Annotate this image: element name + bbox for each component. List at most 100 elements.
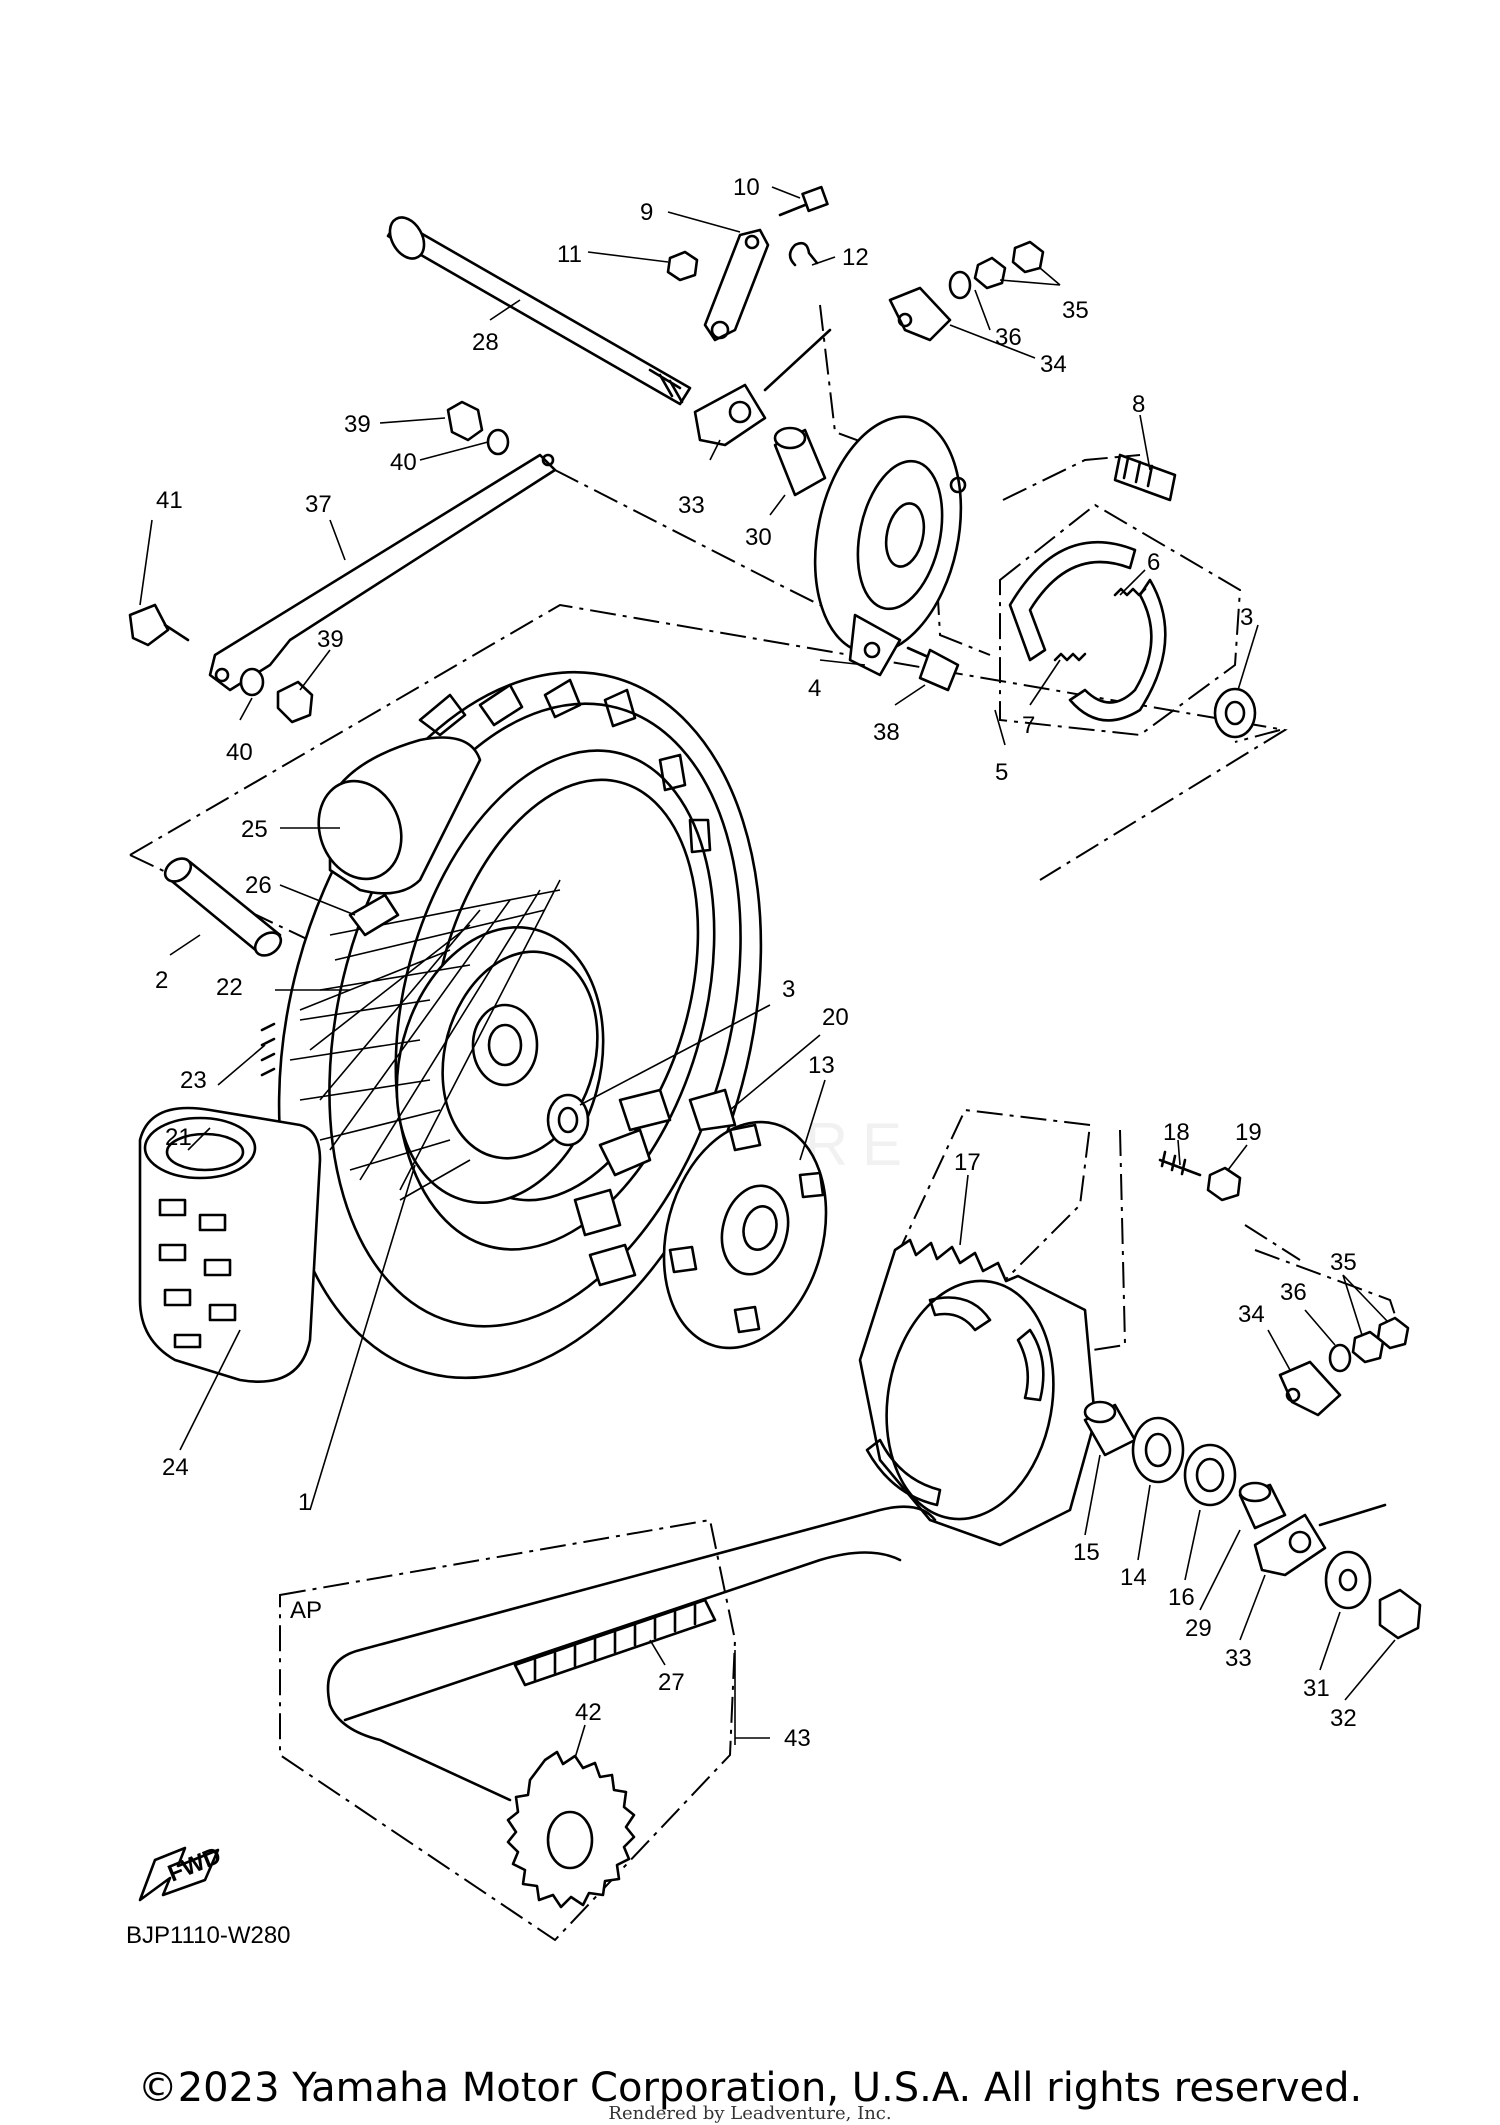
callout: 24: [162, 1454, 189, 1481]
washer-part-31: [1324, 1550, 1372, 1610]
washer-part-36-top: [948, 270, 972, 300]
callout: 1: [298, 1489, 311, 1516]
callout: 11: [557, 241, 582, 268]
callout: 8: [1132, 391, 1145, 418]
callout: 25: [241, 816, 268, 843]
nut-part-32: [1378, 1588, 1422, 1640]
callout: 33: [1225, 1645, 1252, 1672]
callout-numbers: 10 9 11 12 35 36 34 28 8 39 40 33 30 41 …: [155, 174, 1357, 1752]
brake-shoe-group-box: [999, 503, 1242, 737]
collar-part-29: [1238, 1481, 1287, 1530]
callout: 42: [575, 1699, 602, 1726]
callout: 2: [155, 967, 168, 994]
callout: 35: [1062, 297, 1089, 324]
callout: 31: [1303, 1675, 1330, 1702]
callout: 22: [216, 974, 243, 1001]
callout: 38: [873, 719, 900, 746]
adjuster-part-33-right: [1253, 1503, 1387, 1577]
copyright-notice: ©2023 Yamaha Motor Corporation, U.S.A. A…: [137, 2065, 1363, 2111]
rendered-by-credit: Rendered by Leadventure, Inc.: [608, 2103, 892, 2124]
callout: 40: [226, 739, 253, 766]
callout: 35: [1330, 1249, 1357, 1276]
callout: 43: [784, 1725, 811, 1752]
callout: 41: [156, 487, 183, 514]
callout: 39: [344, 411, 371, 438]
spring-part-7: [1053, 652, 1087, 662]
axle-part-28: [386, 216, 692, 406]
brake-shoe-set-part-5: [1008, 540, 1167, 722]
washer-part-40-left: [239, 667, 265, 697]
collar-part-30: [773, 426, 827, 497]
pin-part-38: [906, 646, 960, 692]
callout: 13: [808, 1052, 835, 1079]
callout: 3: [1240, 604, 1253, 631]
clip-part-12: [788, 241, 819, 267]
cam-part-8: [1113, 453, 1177, 502]
spokes-part-22: [289, 879, 561, 1201]
callout: 17: [954, 1149, 981, 1176]
callout: 14: [1120, 1564, 1147, 1591]
bearing-part-3-center: [546, 1093, 590, 1147]
drive-chain-part-27: [326, 1505, 937, 1802]
rim-band-part-26: [348, 893, 400, 937]
collar-part-15: [1083, 1400, 1137, 1457]
rear-sprocket-part-17: [858, 1238, 1097, 1547]
nipples-part-23: [260, 1022, 276, 1077]
nut-part-35-right-b: [1376, 1316, 1410, 1350]
callout: 36: [995, 324, 1022, 351]
spring-part-6: [1113, 587, 1147, 597]
bearing-part-14: [1131, 1416, 1185, 1484]
nut-part-35-top-b: [973, 256, 1007, 290]
stud-part-18: [1158, 1150, 1202, 1177]
callout: 26: [245, 872, 272, 899]
callout: 5: [995, 759, 1008, 786]
nut-part-39-left: [276, 680, 314, 724]
callout: 32: [1330, 1705, 1357, 1732]
callout: 27: [658, 1669, 685, 1696]
callout: 20: [822, 1004, 849, 1031]
nut-part-11: [666, 250, 699, 282]
group-label: AP: [290, 1597, 322, 1624]
callout: 34: [1238, 1301, 1265, 1328]
sprocket-group-box: [893, 1108, 1092, 1302]
callout: 33: [678, 492, 705, 519]
callout: 4: [808, 675, 821, 702]
chain-puller-part-34-right: [1278, 1360, 1342, 1417]
brake-shoe-plate-part-4: [813, 415, 967, 677]
nut-part-39-top: [446, 400, 484, 442]
callout: 10: [733, 174, 760, 201]
callout: 15: [1073, 1539, 1100, 1566]
nut-part-35-right-a: [1351, 1330, 1385, 1364]
drive-sprocket-part-42: [506, 1750, 636, 1909]
bearing-part-3-right: [1213, 687, 1257, 739]
callout: 9: [640, 199, 653, 226]
callout: 36: [1280, 1279, 1307, 1306]
damper-part-20: [573, 1088, 737, 1287]
callout: 34: [1040, 351, 1067, 378]
tube-part-25: [317, 736, 482, 895]
fwd-arrow-icon: FWD: [138, 1842, 225, 1902]
adjuster-part-33-top: [693, 328, 832, 447]
callout: 19: [1235, 1119, 1262, 1146]
nut-part-35-top-a: [1011, 240, 1045, 274]
chain-puller-part-34-top: [888, 286, 952, 342]
bolt-part-41: [128, 603, 190, 647]
diagram-code: BJP1110-W280: [126, 1922, 291, 1949]
callout: 16: [1168, 1584, 1195, 1611]
callout: 21: [165, 1124, 192, 1151]
callout: 29: [1185, 1615, 1212, 1642]
callout: 40: [390, 449, 417, 476]
washer-part-40-top: [486, 428, 510, 456]
chain-group-box: [279, 1518, 737, 1942]
callout: 37: [305, 491, 332, 518]
brake-cam-lever-part-9: [703, 228, 770, 342]
tire-part-21: [138, 1106, 322, 1383]
callout: 18: [1163, 1119, 1190, 1146]
callout: 39: [317, 626, 344, 653]
callout: 6: [1147, 549, 1160, 576]
bolt-part-10: [778, 185, 829, 217]
clutch-hub-part-13: [662, 1120, 828, 1350]
washer-part-36-right: [1328, 1343, 1352, 1373]
